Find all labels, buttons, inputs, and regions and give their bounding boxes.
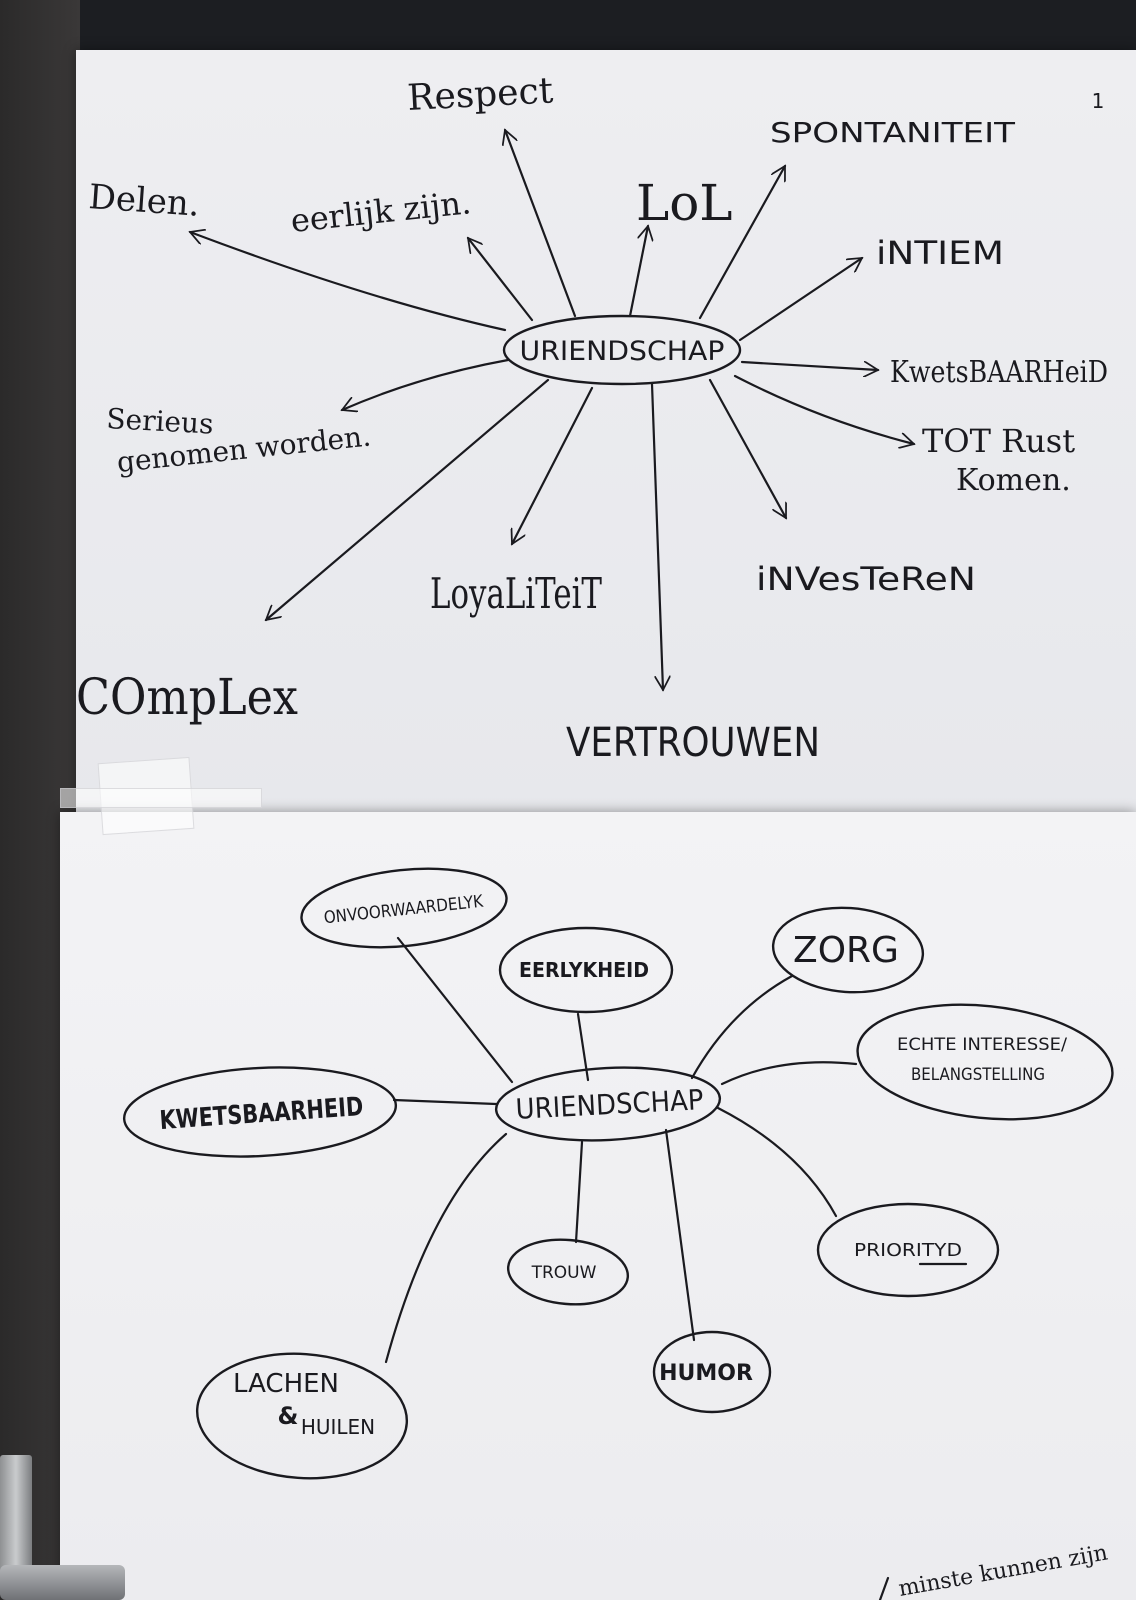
arrow-eerlijk (468, 238, 534, 322)
center-node-top (502, 314, 742, 386)
node-trouw (506, 1238, 630, 1306)
arrow-complex (266, 378, 550, 620)
flipchart-sheet-bottom (60, 812, 1136, 1600)
edge-zorg (690, 974, 794, 1080)
label-eerlykheid: EERLYKHEID (519, 958, 649, 982)
label-echte-line1: ECHTE INTERESSE/ (897, 1035, 1067, 1055)
arrow-delen (190, 232, 507, 332)
label-kwetsbaarheid: KwetsBAARHeiD (890, 355, 1108, 390)
edge-trouw (574, 1140, 584, 1244)
label-lachen: LACHEN (233, 1369, 339, 1399)
edge-humor (664, 1128, 696, 1342)
arrow-loyaliteit (512, 386, 594, 544)
arrow-tot-rust (733, 374, 914, 444)
label-huilen: HUILEN (301, 1415, 375, 1439)
label-kwetsbaarheid: KWETSBAARHEID (159, 1092, 365, 1136)
node-prioriteit (816, 1202, 1000, 1298)
label-trouw: TROUW (531, 1263, 597, 1283)
label-zorg: ZORG (793, 930, 899, 971)
arrow-lol (628, 226, 648, 318)
label-intiem: iNTIEM (876, 234, 1004, 272)
arrow-respect (505, 130, 577, 318)
label-prioriteit: PRIORITYD (854, 1240, 962, 1261)
label-tot-rust-line1: TOT Rust (922, 422, 1075, 460)
label-complex: COmpLex (76, 668, 298, 726)
label-investeren: iNVesTeReN (756, 560, 976, 598)
node-onvoorwaardelijk (300, 867, 508, 949)
flipchart-sheet-top (76, 50, 1136, 812)
label-onvoorwaardelijk: ONVOORWAARDELYK (323, 892, 485, 929)
node-zorg (771, 906, 925, 994)
edge-echte-interesse (720, 1061, 858, 1086)
label-humor: HUMOR (659, 1361, 753, 1386)
label-tot-rust-line2: Komen. (956, 463, 1071, 498)
arrow-spontaniteit (698, 166, 787, 320)
bottom-mind-map: ONVOORWAARDELYK EERLYKHEID ZORG ECHTE IN… (122, 867, 1114, 1480)
center-label-bottom: URIENDSCHAP (515, 1083, 704, 1126)
label-respect: Respect (406, 70, 554, 119)
door-lever (0, 1565, 125, 1600)
center-label-top: URIENDSCHAP (520, 336, 725, 367)
edge-kwetsbaarheid (392, 1098, 498, 1106)
label-echte-line2: BELANGSTELLING (911, 1065, 1045, 1085)
label-ampersand: & (278, 1402, 299, 1430)
door-handle (0, 1455, 32, 1585)
arrow-serieus (342, 358, 510, 410)
label-serieus-line1: Serieus (106, 402, 215, 441)
edge-lachen-huilen (384, 1132, 508, 1364)
node-eerlykheid (498, 926, 674, 1014)
node-echte-interesse (856, 1003, 1114, 1121)
label-delen: Delen. (87, 177, 201, 225)
label-vertrouwen: VERTROUWEN (566, 720, 820, 766)
arrow-kwetsbaarheid (740, 360, 878, 370)
top-mind-map: URIENDSCHAP Respect SPONTANITEIT Delen. … (76, 70, 1108, 766)
node-kwetsbaarheid (122, 1066, 398, 1158)
node-humor (652, 1330, 772, 1414)
center-node-bottom (494, 1066, 722, 1142)
edge-onvoorwaardelijk (396, 936, 514, 1084)
arrow-vertrouwen (650, 382, 663, 690)
label-lol: LoL (636, 174, 733, 232)
arrow-investeren (708, 378, 788, 518)
label-spontaniteit: SPONTANITEIT (770, 116, 1016, 149)
corner-note-mark (878, 1576, 890, 1600)
page-number: 1 (1092, 89, 1105, 113)
label-eerlijk: eerlijk zijn. (289, 183, 473, 240)
node-lachen-huilen (195, 1352, 409, 1480)
edge-prioriteit (716, 1106, 838, 1218)
corner-note: minste kunnen zijn (897, 1540, 1110, 1600)
arrow-intiem (738, 256, 862, 342)
tape-strip (60, 788, 262, 808)
label-loyaliteit: LoyaLiTeiT (430, 569, 602, 618)
